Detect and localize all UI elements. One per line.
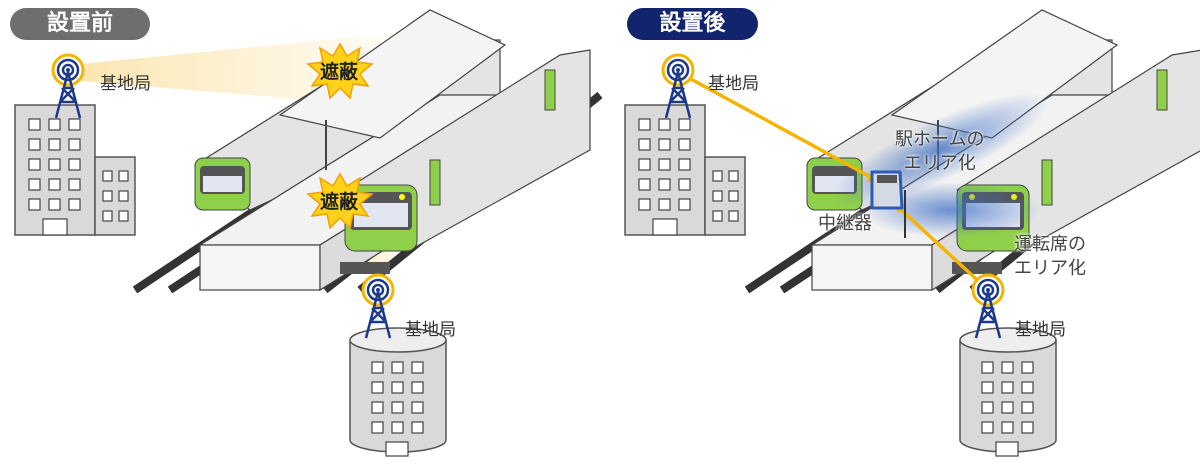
cab-area-label: 運転席の エリア化 bbox=[1014, 233, 1086, 281]
signal-line-bottom bbox=[894, 203, 990, 292]
block-label: 遮蔽 bbox=[320, 191, 359, 213]
base-station-label: 基地局 bbox=[100, 74, 151, 94]
after-badge: 設置後 bbox=[627, 8, 758, 40]
repeater-icon bbox=[870, 170, 906, 238]
platform-area-label-line1: 駅ホームの bbox=[895, 129, 985, 150]
signal-line-top bbox=[677, 70, 877, 182]
block-label: 遮蔽 bbox=[320, 61, 359, 83]
platform-area-label: 駅ホームの エリア化 bbox=[895, 128, 984, 176]
cab-area-label-line1: 運転席の bbox=[1014, 234, 1086, 255]
repeater-label: 中継器 bbox=[818, 213, 872, 234]
base-station-label: 基地局 bbox=[708, 74, 759, 94]
office-building-after bbox=[624, 104, 746, 236]
cylinder-building-before bbox=[349, 327, 447, 457]
base-station-label: 基地局 bbox=[405, 320, 456, 340]
cylinder-building-after bbox=[959, 327, 1057, 457]
office-building-before bbox=[14, 104, 136, 236]
cab-area-label-line2: エリア化 bbox=[1014, 258, 1086, 279]
before-badge: 設置前 bbox=[10, 8, 150, 40]
platform-area-label-line2: エリア化 bbox=[903, 153, 976, 174]
base-station-label: 基地局 bbox=[1015, 320, 1066, 340]
